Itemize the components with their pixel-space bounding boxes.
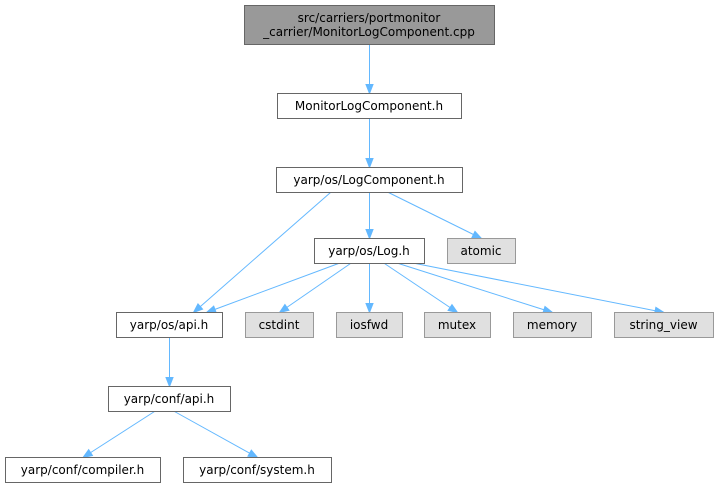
- node-confapi[interactable]: yarp/conf/api.h: [108, 386, 231, 412]
- node-box: [336, 312, 403, 338]
- node-box: [245, 312, 314, 338]
- edge-confapi-to-compiler: [81, 411, 155, 459]
- node-box: [116, 312, 223, 338]
- node-box: [314, 238, 425, 264]
- edge-osapi-to-confapi: [165, 337, 174, 388]
- node-logcomp[interactable]: yarp/os/LogComponent.h: [276, 167, 463, 193]
- node-memory: memory: [513, 312, 592, 338]
- node-osapi[interactable]: yarp/os/api.h: [116, 312, 223, 338]
- node-box: [447, 238, 516, 264]
- edge-log-to-cstdint: [278, 263, 351, 314]
- node-iosfwd: iosfwd: [336, 312, 403, 338]
- node-cstdint: cstdint: [245, 312, 314, 338]
- node-log[interactable]: yarp/os/Log.h: [314, 238, 425, 264]
- node-label: yarp/os/Log.h: [328, 244, 410, 258]
- edge-logcomp-to-osapi: [192, 192, 331, 314]
- node-box: [614, 312, 714, 338]
- node-label: string_view: [629, 318, 697, 332]
- node-mutex: mutex: [424, 312, 491, 338]
- node-label: yarp/conf/api.h: [124, 392, 215, 406]
- node-label: iosfwd: [350, 318, 388, 332]
- edge-log-to-iosfwd: [365, 263, 374, 314]
- node-compiler[interactable]: yarp/conf/compiler.h: [5, 457, 161, 483]
- node-atomic: atomic: [447, 238, 516, 264]
- node-string_view: string_view: [614, 312, 714, 338]
- edge-confapi-to-system: [174, 411, 259, 459]
- node-mlc[interactable]: MonitorLogComponent.h: [277, 93, 462, 119]
- edge-log-to-mutex: [384, 263, 459, 314]
- graph-edges: [81, 44, 666, 459]
- node-label: memory: [527, 318, 577, 332]
- node-box: [276, 167, 463, 193]
- edge-mlc-to-logcomp: [365, 118, 374, 169]
- node-box: [424, 312, 491, 338]
- edge-log-to-osapi: [205, 263, 339, 314]
- graph-nodes: src/carriers/portmonitor_carrier/Monitor…: [5, 5, 714, 483]
- node-label: yarp/os/LogComponent.h: [293, 173, 444, 187]
- node-box: [183, 457, 332, 483]
- node-box: [108, 386, 231, 412]
- node-label: mutex: [438, 318, 476, 332]
- node-label: cstdint: [259, 318, 300, 332]
- edge-log-to-memory: [398, 263, 554, 314]
- node-box: [244, 5, 495, 45]
- node-label: yarp/os/api.h: [130, 318, 208, 332]
- edge-logcomp-to-atomic: [388, 192, 483, 240]
- node-label: atomic: [460, 244, 501, 258]
- node-box: [513, 312, 592, 338]
- node-label: MonitorLogComponent.h: [295, 99, 443, 113]
- node-label: yarp/conf/compiler.h: [21, 463, 144, 477]
- node-main[interactable]: src/carriers/portmonitor_carrier/Monitor…: [244, 5, 495, 45]
- node-label: yarp/conf/system.h: [199, 463, 315, 477]
- node-box: [5, 457, 161, 483]
- node-label: _carrier/MonitorLogComponent.cpp: [262, 25, 475, 39]
- edge-logcomp-to-log: [365, 192, 374, 240]
- edge-main-to-mlc: [365, 44, 374, 95]
- node-system[interactable]: yarp/conf/system.h: [183, 457, 332, 483]
- node-box: [277, 93, 462, 119]
- node-label: src/carriers/portmonitor: [298, 11, 441, 25]
